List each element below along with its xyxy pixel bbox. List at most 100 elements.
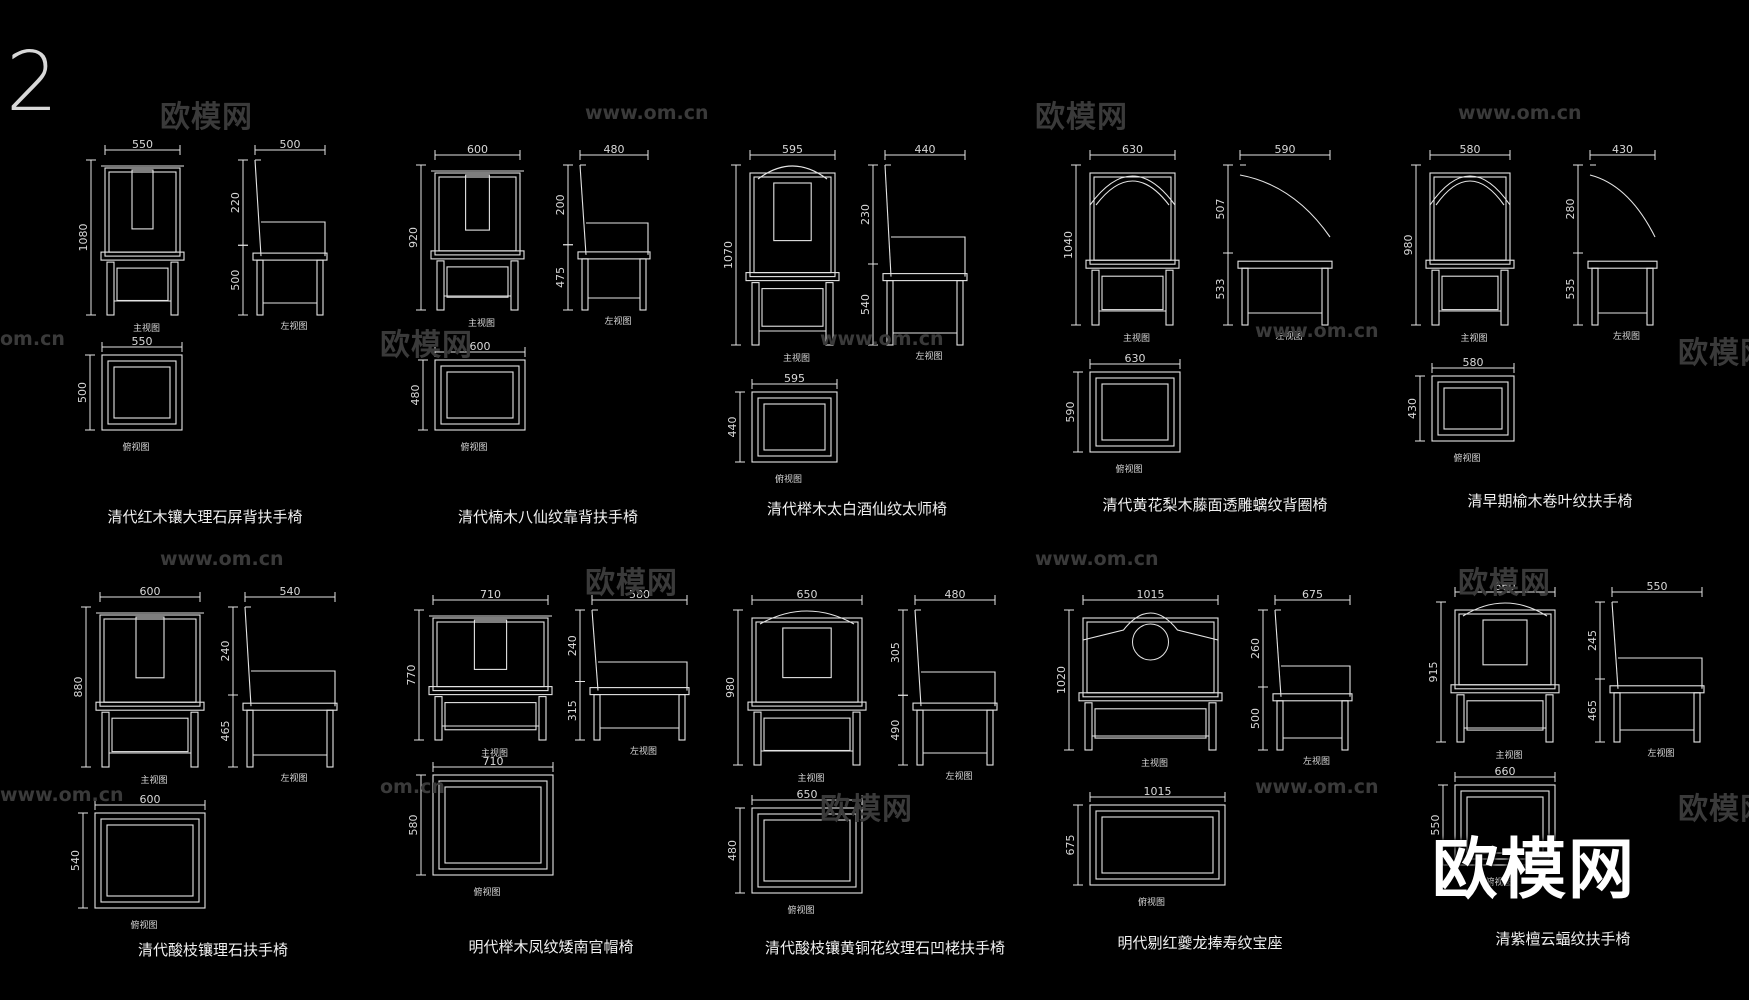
chair-title: 清代酸枝镶理石扶手椅 <box>137 941 289 959</box>
apron <box>446 266 509 298</box>
back-frame-inner <box>436 621 545 688</box>
seat-top <box>94 812 206 909</box>
watermark: 欧模网 <box>820 792 913 827</box>
dimension-label: 710 <box>483 755 504 768</box>
dimension-label: 1070 <box>722 241 735 269</box>
chair-title: 清代榉木太白酒仙纹太师椅 <box>766 500 948 518</box>
seat-side <box>1272 693 1353 702</box>
front-leg <box>436 260 445 311</box>
watermark: www.om.cn <box>1458 102 1582 124</box>
dimension-label: 1040 <box>1062 231 1075 259</box>
back-leg <box>1241 267 1249 326</box>
back-frame-inner <box>755 621 859 703</box>
back-panel <box>1482 619 1528 666</box>
dimension-label: 500 <box>229 270 242 291</box>
seat-rail <box>1425 259 1515 269</box>
front-leg <box>751 282 760 346</box>
front-leg <box>956 280 964 346</box>
seat-top <box>434 359 526 431</box>
top-view-label: 俯视图 <box>473 886 500 898</box>
back-leg <box>1276 700 1284 751</box>
front-leg <box>1456 694 1465 743</box>
crest-rail <box>1089 175 1176 206</box>
top-view-label: 俯视图 <box>775 473 802 485</box>
side-view-label: 左视图 <box>1613 330 1640 342</box>
back-post <box>914 609 922 707</box>
chair-title: 清代红木镶大理石屏背扶手椅 <box>107 508 303 526</box>
seat-side <box>1587 260 1658 269</box>
front-view-label: 主视图 <box>1460 332 1487 344</box>
dimension-label: 1015 <box>1137 588 1165 601</box>
seat-top <box>751 807 863 894</box>
front-view-label: 主视图 <box>133 322 160 334</box>
dimension-label: 475 <box>554 267 567 288</box>
front-view-label: 主视图 <box>797 772 824 784</box>
front-leg <box>538 696 547 741</box>
back-frame-inner <box>438 176 517 252</box>
seat-top <box>1089 804 1226 886</box>
watermark: www.om.cn <box>585 102 709 124</box>
chair-title: 清紫檀云蝠纹扶手椅 <box>1495 930 1631 948</box>
seat-rail <box>1085 259 1180 269</box>
top-view-label: 俯视图 <box>1115 463 1142 475</box>
seat-rail <box>95 701 205 711</box>
back-splat <box>131 169 154 230</box>
watermark: om.cn <box>0 328 65 350</box>
dimension-label: 675 <box>1064 835 1077 856</box>
seat-side <box>1609 685 1705 694</box>
front-view-label: 主视图 <box>1141 757 1168 769</box>
seat-rail <box>428 686 553 696</box>
dimension-label: 480 <box>409 385 422 406</box>
front-leg <box>678 694 686 741</box>
front-leg <box>170 261 179 316</box>
front-leg <box>639 258 647 311</box>
apron <box>1466 700 1544 731</box>
chair-title: 明代剔红夔龙捧寿纹宝座 <box>1117 934 1283 952</box>
seat-top-inner <box>107 360 177 425</box>
back-frame-inner <box>753 176 832 274</box>
front-leg <box>1084 702 1093 751</box>
seat-top <box>432 774 554 876</box>
front-view-label: 主视图 <box>140 774 167 786</box>
front-leg <box>1545 694 1554 743</box>
seat-side <box>577 251 651 260</box>
watermark: www.om.cn <box>1255 320 1379 342</box>
back-leg <box>916 709 924 766</box>
seat-side <box>589 687 690 696</box>
crest-rail <box>757 165 828 180</box>
page-number: 2 <box>6 35 59 130</box>
seat-rail <box>747 701 867 711</box>
top-view-label: 俯视图 <box>1453 452 1480 464</box>
watermark: 欧模网 <box>160 100 253 135</box>
dimension-label: 500 <box>76 382 89 403</box>
seat-panel <box>446 371 514 419</box>
apron <box>1441 275 1499 311</box>
dimension-label: 480 <box>945 588 966 601</box>
top-view-label: 俯视图 <box>1485 876 1512 888</box>
back-leg <box>1591 267 1599 326</box>
back-frame <box>1454 609 1556 690</box>
seat-panel <box>1466 796 1544 854</box>
front-leg <box>1693 692 1701 743</box>
back-panel <box>782 627 832 679</box>
top-view-label: 俯视图 <box>1138 896 1165 908</box>
apron <box>111 717 189 753</box>
dimension-label: 595 <box>782 143 803 156</box>
seat-rail <box>430 250 525 260</box>
front-leg <box>1431 269 1440 326</box>
seat-panel <box>763 819 851 882</box>
dimension-label: 540 <box>859 294 872 315</box>
side-view-label: 左视图 <box>280 320 307 332</box>
side-view-label: 左视图 <box>1275 330 1302 342</box>
back-frame <box>749 172 836 278</box>
back-leg <box>246 709 254 768</box>
dimension-label: 465 <box>219 721 232 742</box>
front-leg <box>510 260 519 311</box>
front-leg <box>753 711 762 766</box>
seat-top <box>1089 371 1181 453</box>
back-post <box>579 164 587 255</box>
